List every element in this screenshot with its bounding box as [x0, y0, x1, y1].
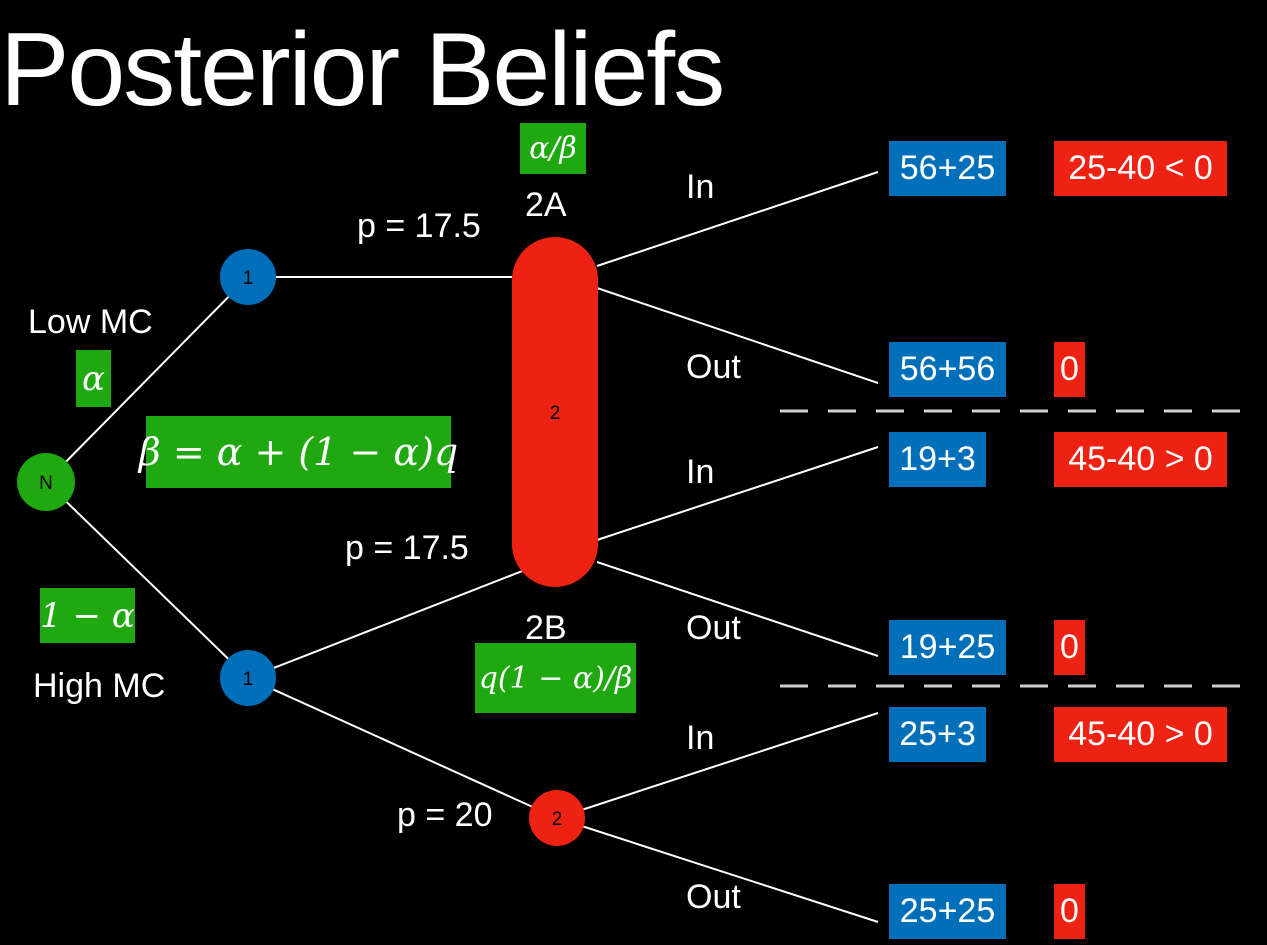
- payoff-firm1-3: 19+3: [889, 432, 986, 487]
- player1-low-node: [220, 249, 276, 305]
- branch-2b-out: [596, 561, 879, 657]
- payoff-firm2-3: 45-40 > 0: [1054, 432, 1227, 487]
- alpha-box: α: [76, 350, 111, 407]
- payoff-firm1-1: 56+25: [889, 141, 1006, 196]
- q-term-box: q(1 − α)/β: [475, 643, 636, 713]
- info-set-2b-label: 2B: [525, 609, 567, 647]
- action-out-label-3: Out: [686, 878, 741, 916]
- action-out-label-1: Out: [686, 348, 741, 386]
- payoff-firm2-4: 0: [1054, 620, 1085, 675]
- payoff-firm1-5: 25+3: [889, 707, 986, 762]
- alpha-over-beta-box: α/β: [520, 123, 586, 174]
- payoff-firm2-1: 25-40 < 0: [1054, 141, 1227, 196]
- nature-node: [17, 453, 75, 511]
- price-top-label: p = 17.5: [357, 207, 481, 245]
- low-mc-label: Low MC: [28, 303, 153, 341]
- player1-high-node-label: 1: [243, 669, 254, 690]
- branch-high-price-bottom: [247, 677, 558, 819]
- info-set-2: [512, 237, 598, 587]
- action-out-label-2: Out: [686, 609, 741, 647]
- branch-2b-in: [596, 446, 879, 541]
- beta-equation-box: β = α + (1 − α)q: [139, 416, 458, 488]
- payoff-firm2-2: 0: [1054, 342, 1085, 397]
- payoff-firm1-6: 25+25: [889, 884, 1006, 939]
- action-in-label-3: In: [686, 719, 715, 757]
- payoff-firm1-4: 19+25: [889, 620, 1006, 675]
- payoff-firm2-6: 0: [1054, 884, 1085, 939]
- price-mid-label: p = 17.5: [345, 529, 469, 567]
- one-minus-alpha-box: 1 − α: [40, 588, 135, 643]
- info-set-2-label: 2: [550, 403, 561, 424]
- branch-single-in: [556, 712, 879, 819]
- info-set-2a-label: 2A: [525, 186, 567, 224]
- payoff-firm2-5: 45-40 > 0: [1054, 707, 1227, 762]
- branch-2a-in: [596, 171, 879, 267]
- player1-low-node-label: 1: [243, 268, 254, 289]
- nature-node-label: N: [39, 473, 53, 494]
- player2-single-node: [529, 790, 585, 846]
- payoff-firm1-2: 56+56: [889, 342, 1006, 397]
- action-in-label-2: In: [686, 453, 715, 491]
- price-bottom-label: p = 20: [397, 796, 493, 834]
- player2-single-node-label: 2: [552, 809, 563, 830]
- branch-n-low: [45, 276, 249, 483]
- page-title: Posterior Beliefs: [0, 12, 725, 128]
- branch-single-out: [556, 817, 879, 923]
- branch-high-price-mid: [247, 569, 526, 679]
- high-mc-label: High MC: [33, 667, 166, 705]
- branch-n-high: [45, 481, 249, 679]
- action-in-label-1: In: [686, 168, 715, 206]
- branch-2a-out: [596, 287, 879, 384]
- player1-high-node: [220, 650, 276, 706]
